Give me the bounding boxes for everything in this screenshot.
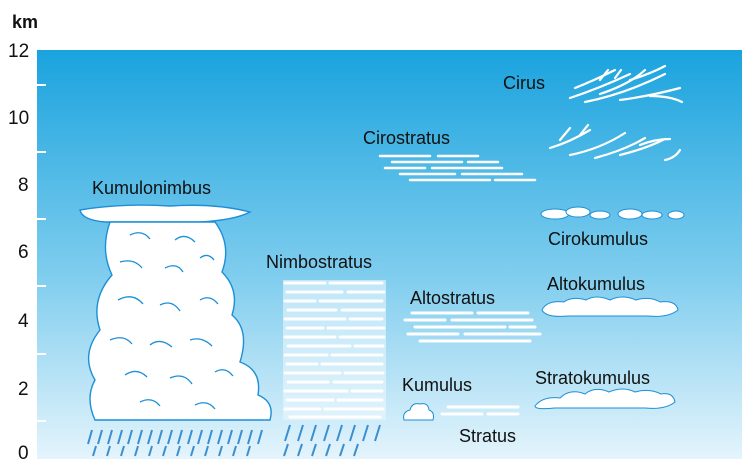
altostratus-label: Altostratus [410, 288, 495, 308]
nimbostratus-label: Nimbostratus [266, 252, 372, 272]
tick-label-2: 2 [18, 379, 29, 400]
kumulus-label: Kumulus [402, 375, 472, 395]
axis-unit-label: km [12, 12, 38, 32]
tick-label-8: 8 [18, 175, 29, 196]
tick-label-0: 0 [18, 443, 29, 459]
tick-label-12: 12 [8, 41, 29, 62]
cirokumulus-label: Cirokumulus [548, 229, 648, 249]
tick-label-10: 10 [8, 108, 29, 129]
tick-label-4: 4 [18, 311, 29, 332]
tick-label-6: 6 [18, 242, 29, 263]
cirostratus-label: Cirostratus [363, 128, 450, 148]
kumulonimbus-label: Kumulonimbus [92, 178, 211, 198]
altokumulus-label: Altokumulus [547, 274, 645, 294]
cirus-label: Cirus [503, 73, 545, 93]
stratokumulus-label: Stratokumulus [535, 368, 650, 388]
stratus-label: Stratus [459, 426, 516, 446]
